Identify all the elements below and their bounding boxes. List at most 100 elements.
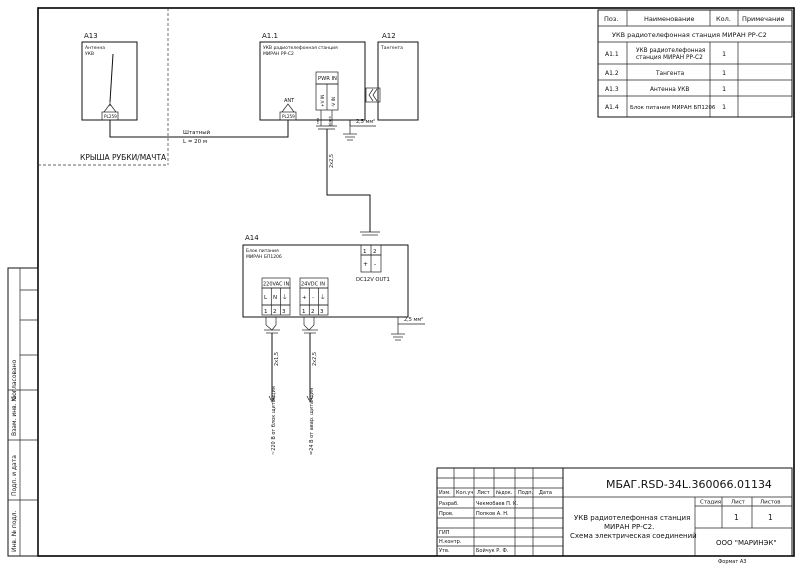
handset-a12: A12 Тангента 2,5 мм² [343,32,419,141]
coax-cable: Штатный L = 20 м [109,120,289,145]
role-approved: Утв. [439,548,450,554]
company-name: ООО "МАРИНЭК" [716,539,777,547]
a14-dc-pin3: 3 [320,309,324,315]
name-approved: Бойчук Р. Ф. [476,547,509,554]
doc-code: МБАГ.RSD-34L.360066.01134 [606,478,772,491]
a14-ref: A14 [245,234,259,242]
roof-boundary: КРЫША РУБКИ/МАЧТА [38,8,169,166]
title-block: МБАГ.RSD-34L.360066.01134 Изм. Кол.уч Ли… [436,467,793,557]
col-header-izm: Изм. [439,490,451,496]
col-header-date: Дата [539,490,552,496]
ground-label-psu: 2,5 мм² [404,317,423,323]
antenna-a13: A13 Антенна УКВ PL259 [81,32,138,121]
cable-length: L = 20 м [183,139,207,145]
a13-sub: УКВ [85,51,94,57]
a11-wire-black: black [327,115,332,126]
power-cable: 2x2,5 [326,129,380,236]
doc-title-3: Схема электрическая соединений [570,532,697,540]
spec-group-title: УКВ радиотелефонная станция МИРАН РР-С2 [612,31,767,39]
sheet-number: 1 [734,513,739,522]
a11-ref: A1.1 [262,32,278,40]
a14-dc-pin1: 1 [302,309,306,315]
a14-ac-label: 220VAC IN [263,282,290,288]
psu-a14: A14 Блок питания МИРАН БП1206 1 2 + - DC… [242,234,425,341]
a14-title: Блок питания [246,248,279,254]
a14-out-pin1: 1 [363,249,367,255]
a11-ant-label: ANT [284,98,295,104]
a11-pin-minus: -V IN [331,97,337,107]
a13-ref: A13 [84,32,98,40]
spec-header-note: Примечание [742,15,784,23]
stage-label: Стадия [700,500,721,506]
spec-row3-pos: A1.3 [605,86,619,93]
spec-row3-qty: 1 [722,85,726,93]
spec-row1-name-a: УКВ радиотелефонная [636,48,705,54]
spec-row3-name: Антенна УКВ [650,87,689,93]
spec-row4-pos: A1.4 [605,104,619,111]
side-stamp: Согласовано Взам. инв. № Подп. и дата Ин… [7,267,39,557]
role-ncontrol: Н.контр. [439,539,462,545]
a14-out-minus: - [374,261,376,268]
sheets-label: Листов [760,500,781,506]
a14-ac-pin2: 2 [273,309,277,315]
dc-input-cable: 2x2,5 =24 В от авар. щитанция [302,317,318,455]
col-header-ndoc: №док. [496,490,513,496]
a14-ac-n: N [273,295,277,301]
cable-label: Штатный [183,129,211,136]
spec-row4-qty: 1 [722,103,726,111]
source-ac: ~220 В от блок щитанция [271,386,277,455]
a14-dc-pe: ⏚ [320,294,326,301]
a13-title: Антенна [85,45,105,51]
side-stamp-inv: Инв. № подл. [11,511,18,552]
radio-station-a11: A1.1 УКВ радиотелефонная станция МИРАН Р… [259,32,381,130]
spec-row2-qty: 1 [722,69,726,77]
paper-format: Формат А3 [718,559,746,565]
spec-row2-pos: A1.2 [605,70,619,77]
a12-ref: A12 [382,32,396,40]
doc-title-2: МИРАН РР-С2. [604,523,654,531]
roof-label: КРЫША РУБКИ/МАЧТА [80,153,167,162]
a14-ac-pe: ⏚ [282,294,288,301]
a14-out-plus: + [363,261,368,268]
spec-header-pos: Поз. [604,15,618,23]
col-header-list: Лист [477,490,490,496]
spec-row1-pos: A1.1 [605,51,619,58]
spec-row1-qty: 1 [722,50,726,58]
doc-title-1: УКВ радиотелефонная станция [574,514,690,522]
a11-title: УКВ радиотелефонная станция [263,45,338,51]
cable-pwr-size: 2x2,5 [329,154,335,168]
ground-label-top: 2,5 мм² [356,119,375,125]
a11-connector: PL259 [282,114,295,119]
a14-ac-pin1: 1 [264,309,268,315]
sheet-label: Лист [731,500,746,506]
spec-row1-name-b: станция МИРАН РР-С2 [636,55,703,61]
a14-ac-pin3: 3 [282,309,286,315]
a14-ac-l: L [264,295,268,301]
source-dc: =24 В от авар. щитанция [309,388,315,455]
spec-row4-name: Блок питания МИРАН БП1206 [630,105,716,111]
role-gip: ГИП [439,530,450,536]
a14-sub: МИРАН БП1206 [246,254,282,260]
role-checker: Пров. [439,511,454,517]
spec-header-name: Наименование [644,15,695,23]
a11-pwr-label: PWR IN [318,76,337,82]
a14-out-pin2: 2 [373,249,377,255]
a14-dc-label: 24VDC IN [301,282,325,288]
a13-connector: PL259 [104,114,117,119]
name-developer: Чекмобаев П. К. [476,501,519,507]
cable-dc-size: 2x2,5 [312,352,318,366]
col-header-sign: Подп. [518,490,534,496]
a14-dc-minus: - [312,295,314,301]
a14-dc-plus: + [302,295,307,301]
sheets-total: 1 [768,513,773,522]
spec-row2-name: Тангента [655,71,685,77]
a11-sub: МИРАН РР-С2 [263,51,294,57]
ac-input-cable: 2x1,5 ~220 В от блок щитанция [264,317,280,455]
spec-header-qty: Кол. [716,15,731,23]
side-stamp-sign-date: Подп. и дата [11,455,18,496]
col-header-kolch: Кол.уч [456,490,473,496]
spec-table: Поз. Наименование Кол. Примечание УКВ ра… [597,9,793,118]
side-stamp-agreed: Согласовано [11,359,18,400]
a11-pin-plus: +V IN [320,95,326,107]
a14-out-label: DC12V OUT1 [356,277,390,283]
